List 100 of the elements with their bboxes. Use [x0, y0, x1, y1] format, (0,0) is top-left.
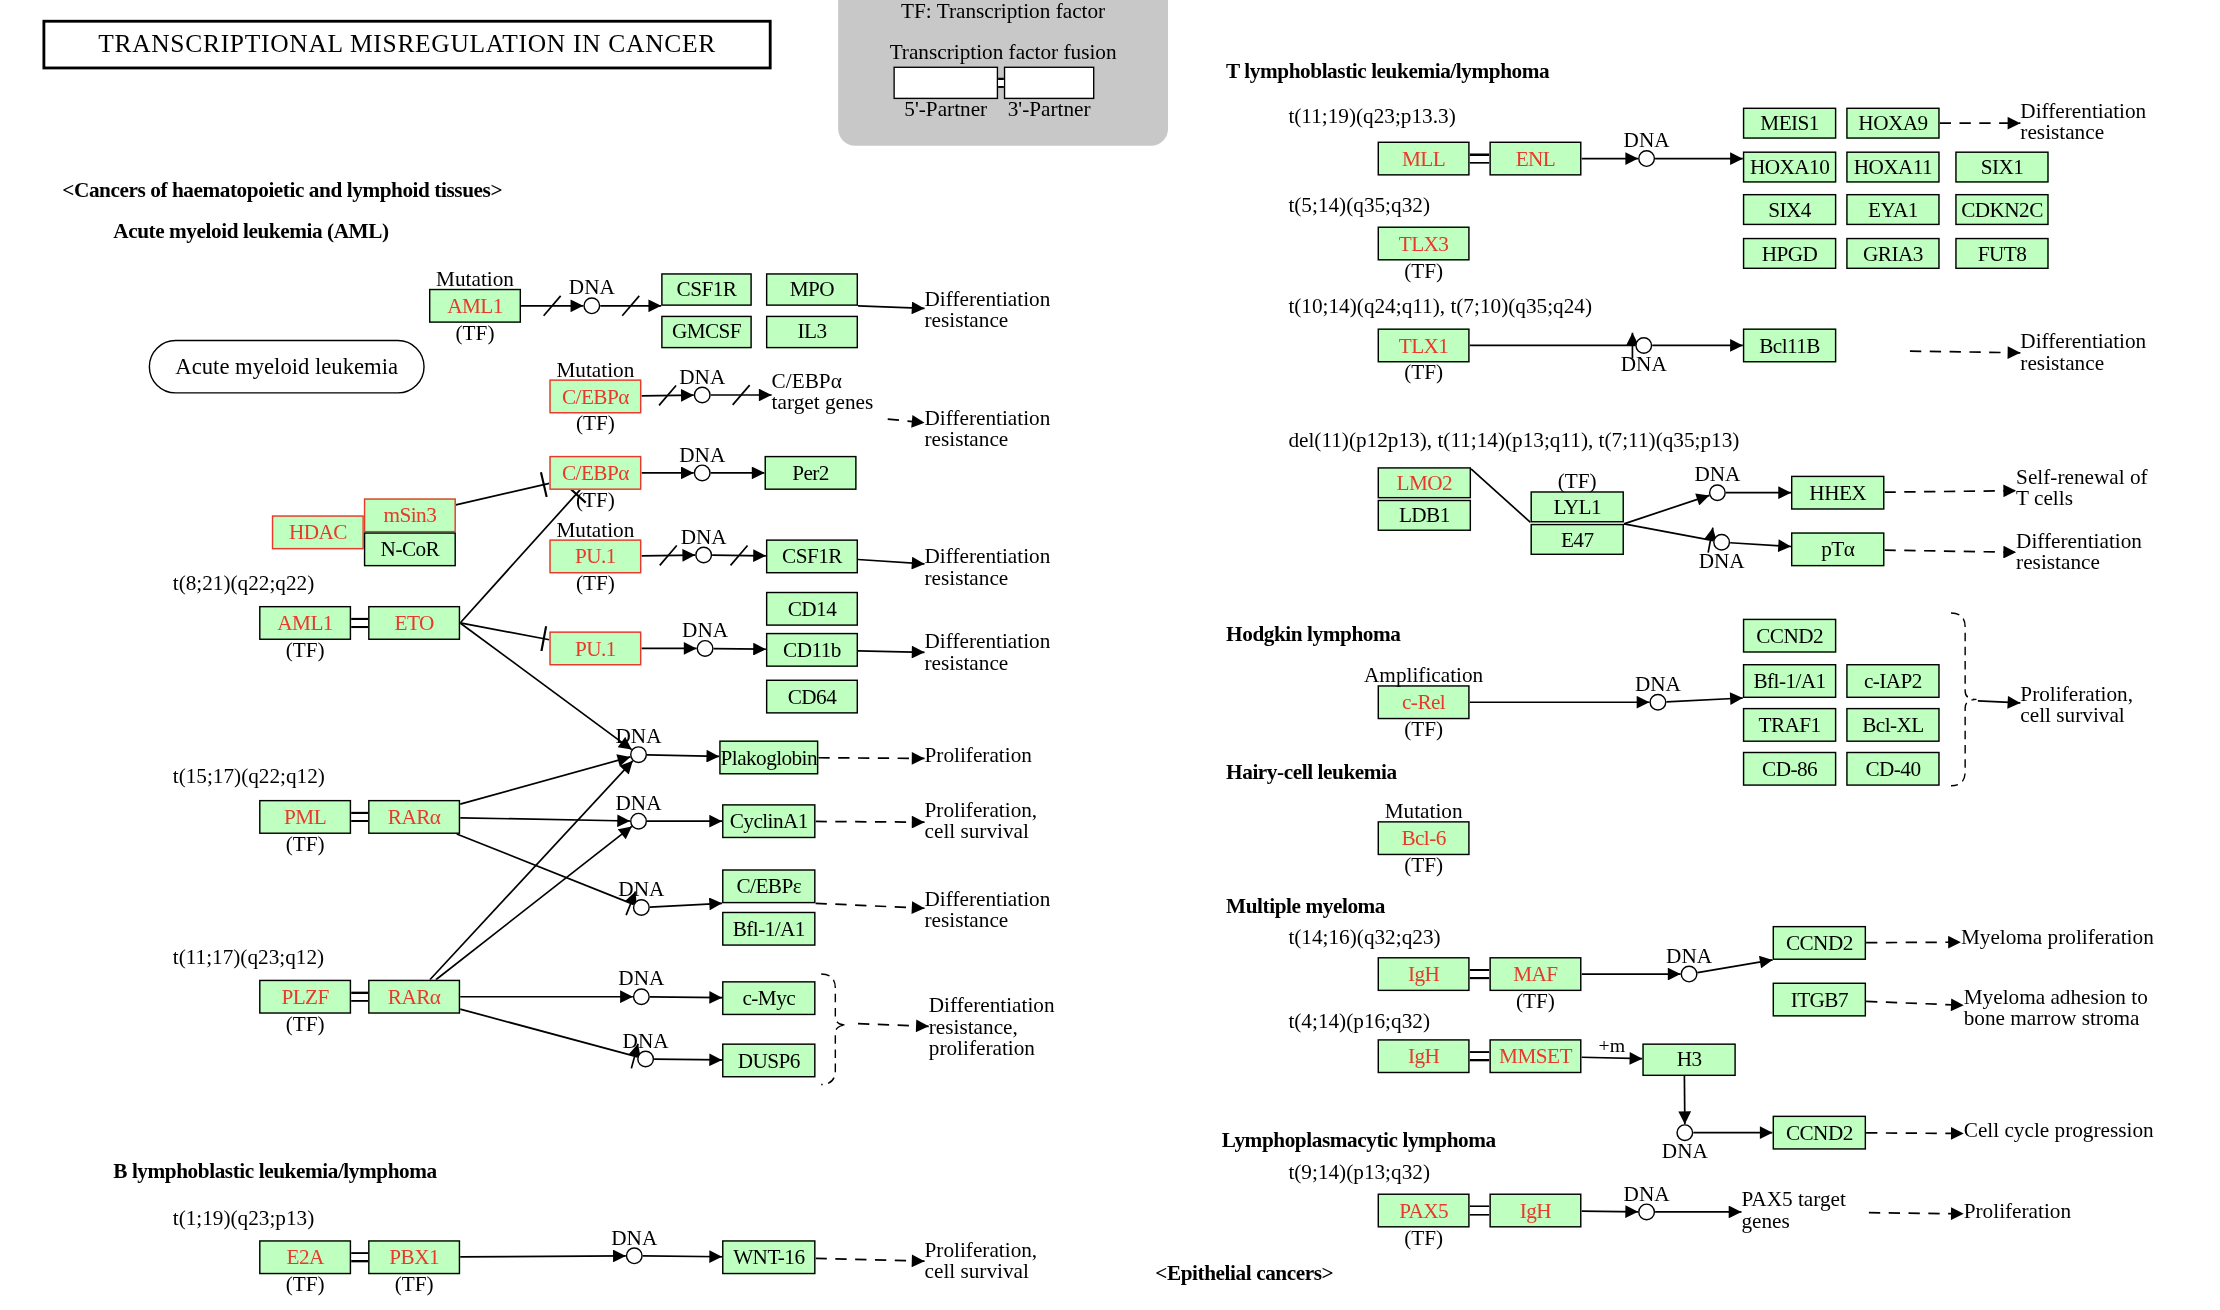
arrow [599, 299, 663, 313]
gene-name: N-CoR [380, 538, 440, 560]
gene-name: pTα [1821, 538, 1855, 560]
section-heading: T lymphoblastic leukemia/lymphoma [1226, 59, 1550, 84]
gene-name: H3 [1676, 1049, 1702, 1071]
arrow [814, 1254, 926, 1268]
annotation-text: Amplification [1364, 664, 1484, 687]
translocation-label: t(8;21)(q22;q22) [172, 572, 315, 597]
gene-box [722, 981, 816, 1016]
arrow [1580, 967, 1682, 981]
gene-box [765, 273, 858, 306]
gene-box [722, 911, 816, 946]
gene-name: CD64 [787, 685, 837, 708]
legend-panel [838, 0, 1169, 146]
dna-label: DNA [679, 443, 726, 466]
gene-name: HOXA10 [1750, 156, 1830, 178]
outcome-text: Self-renewal of T cells [2016, 467, 2158, 513]
gene-name: TLX3 [1398, 232, 1449, 255]
gene-box [1791, 532, 1885, 567]
gene-name: HDAC [288, 521, 347, 543]
outcome-text: Differentiation resistance [2020, 331, 2177, 377]
gene-box [1955, 193, 2049, 226]
gene-name: CCND2 [1756, 625, 1823, 647]
gene-name: CSF1R [782, 545, 842, 568]
gene-box [1791, 475, 1885, 510]
section-heading: B lymphoblastic leukemia/lymphoma [113, 1159, 437, 1184]
gene-name: CCND2 [1785, 932, 1853, 954]
gene-box [368, 799, 461, 834]
gene-box [1772, 1115, 1867, 1150]
arrow [459, 622, 633, 751]
outcome-text: Differentiation resistance [924, 407, 1081, 454]
gene-name: HOXA11 [1853, 156, 1933, 178]
gene-box [1772, 925, 1867, 960]
arrow [1665, 692, 1744, 705]
outcome-text: Differentiation resistance, proliferation [928, 995, 1085, 1064]
gene-name: c-IAP2 [1863, 670, 1922, 692]
gene-name: HOXA9 [1858, 112, 1928, 134]
gene-name: HHEX [1809, 482, 1867, 504]
arrow [709, 466, 766, 480]
gene-name: ENL [1515, 147, 1556, 170]
gene-box [765, 679, 858, 714]
gene-name: C/EBPα [561, 385, 629, 408]
connector-line [1470, 467, 1532, 524]
annotation-text: 5'-Partner [904, 97, 988, 121]
gene-name: AML1 [277, 612, 333, 634]
dna-label: DNA [1661, 1139, 1708, 1163]
gene-name: FUT8 [1977, 242, 2027, 265]
fusion-link [1469, 153, 1490, 164]
annotation-text: 3'-Partner [1007, 97, 1091, 121]
gene-name: C/EBPα [561, 462, 629, 484]
arrow [857, 556, 926, 570]
gene-box [661, 273, 752, 306]
arrow [1651, 339, 1744, 352]
gene-box [363, 532, 456, 567]
translocation-label: t(1;19)(q23;p13) [172, 1206, 315, 1231]
arrow [1623, 493, 1711, 525]
annotation-text: (TF) [1516, 989, 1555, 1013]
disease-name: Acute myeloid leukemia [175, 353, 399, 380]
section-heading: Hairy-cell leukemia [1226, 760, 1397, 785]
gene-name: CSF1R [676, 278, 737, 301]
arrow [1468, 331, 1639, 360]
gene-box [1846, 151, 1940, 183]
annotation-text: Mutation [1384, 799, 1463, 823]
dna-label: DNA [622, 1029, 669, 1052]
gene-box [368, 979, 461, 1014]
gene-name: MLL [1402, 147, 1446, 170]
gene-name: Bcl11B [1759, 334, 1820, 357]
annotation-text: Mutation [556, 358, 635, 381]
arrow [814, 815, 926, 829]
dna-label: DNA [1694, 462, 1741, 486]
annotation-text: (TF) [1557, 470, 1597, 493]
outcome-text: Differentiation resistance [2020, 100, 2177, 146]
gene-box [363, 498, 456, 533]
outcome-text: Myeloma proliferation [1960, 927, 2188, 956]
arrow [649, 991, 723, 1004]
gene-box [1955, 237, 2049, 269]
gene-name: IgH [1407, 963, 1440, 985]
outcome-text: Differentiation resistance [924, 889, 1081, 935]
gene-name: CD11b [783, 639, 841, 661]
arrow [649, 897, 723, 911]
gene-box [1742, 751, 1837, 786]
annotation-text: (TF) [575, 488, 615, 512]
gene-box [1489, 1193, 1582, 1228]
outcome-text: Myeloma adhesion to bone marrow stroma [1963, 986, 2177, 1033]
gene-name: LMO2 [1396, 472, 1453, 494]
gene-box [1846, 237, 1940, 269]
gene-box [765, 315, 858, 349]
arrow [1654, 152, 1744, 165]
gene-name: MEIS1 [1760, 112, 1819, 134]
outcome-text: C/EBPα target genes [771, 370, 888, 420]
gene-name: CCND2 [1785, 1122, 1853, 1144]
gene-box [1530, 523, 1624, 555]
gene-name: CyclinA1 [729, 810, 808, 832]
arrow [646, 814, 723, 828]
dna-label: DNA [679, 365, 726, 388]
gene-name: IgH [1407, 1045, 1440, 1067]
gene-name: HPGD [1761, 242, 1818, 265]
gene-box [1742, 193, 1837, 226]
outcome-text: Differentiation resistance [924, 631, 1081, 677]
annotation-text: (TF) [1404, 259, 1444, 282]
